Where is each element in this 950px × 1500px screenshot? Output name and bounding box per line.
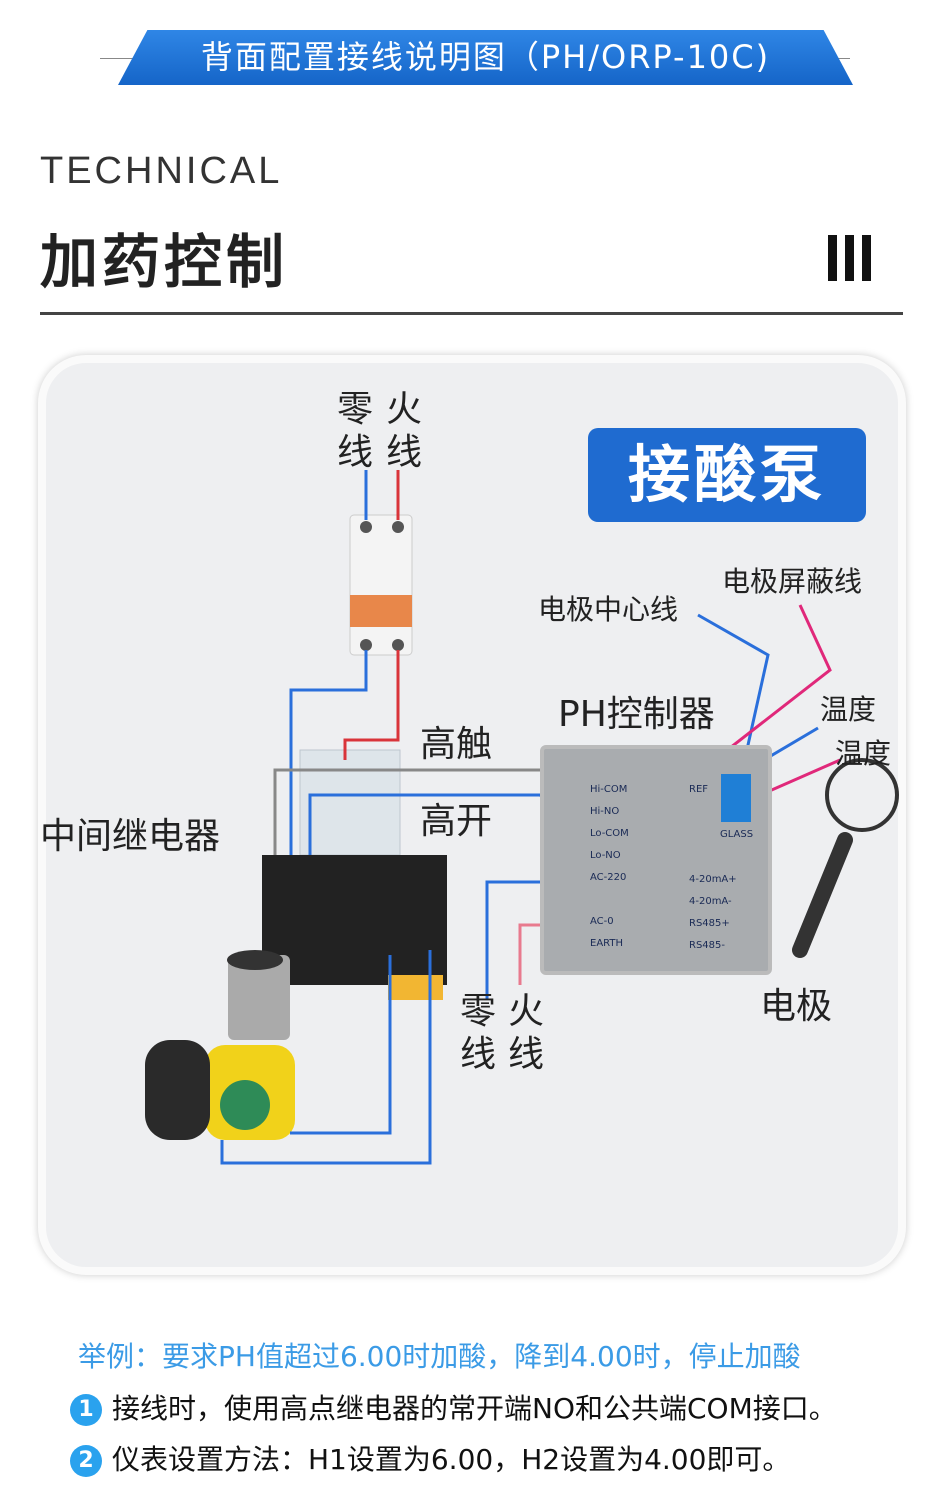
bars-icon [828, 235, 871, 281]
terminal-ref: REF [689, 784, 709, 795]
step-1: 1 接线时，使用高点继电器的常开端NO和公共端COM接口。 [70, 1387, 837, 1427]
label-relay: 中间继电器 [40, 816, 221, 857]
metering-pump [145, 950, 295, 1140]
step-2: 2 仪表设置方法：H1设置为6.00，H2设置为4.00即可。 [70, 1438, 790, 1478]
terminal-rs485-minus: RS485- [689, 940, 725, 951]
glass-connector [721, 774, 751, 822]
label-top-live: 火 线 [386, 389, 423, 474]
step-text: 接线时，使用高点继电器的常开端NO和公共端COM接口。 [112, 1392, 837, 1425]
label-electrode-shield: 电极屏蔽线 [722, 565, 863, 598]
label-top-neutral: 零 线 [337, 389, 374, 474]
label-bottom-live: 火 线 [508, 991, 545, 1076]
example-note: 举例：要求PH值超过6.00时加酸，降到4.00时，停止加酸 [78, 1340, 801, 1373]
ph-controller-box: Hi-COM Hi-NO Lo-COM Lo-NO AC-220 AC-0 EA… [540, 745, 772, 975]
step-text: 仪表设置方法：H1设置为6.00，H2设置为4.00即可。 [112, 1443, 791, 1476]
terminal-hi-no: Hi-NO [590, 806, 620, 817]
terminal-420-plus: 4-20mA+ [689, 874, 737, 885]
terminal-420-minus: 4-20mA- [689, 896, 732, 907]
terminal-glass: GLASS [720, 829, 754, 840]
terminal-lo-no: Lo-NO [590, 850, 621, 861]
label-temp-1: 温度 [820, 693, 877, 726]
label-bottom-neutral: 零 线 [460, 991, 497, 1076]
banner-title: 背面配置接线说明图（PH/ORP-10C) [118, 30, 853, 85]
divider [40, 312, 903, 315]
circuit-breaker [349, 514, 413, 656]
label-electrode-center: 电极中心线 [538, 593, 679, 626]
terminal-ac0: AC-0 [590, 916, 614, 927]
label-electrode: 电极 [760, 986, 833, 1027]
label-ph-controller: PH控制器 [558, 694, 715, 735]
step-number-icon: 1 [70, 1394, 102, 1426]
label-high-touch: 高触 [420, 724, 493, 765]
acid-pump-badge: 接酸泵 [588, 428, 866, 522]
page-title: 加药控制 [40, 228, 289, 296]
terminal-ac220: AC-220 [590, 872, 627, 883]
label-high-open: 高开 [420, 801, 493, 842]
electrode-probe [792, 758, 899, 958]
step-number-icon: 2 [70, 1445, 102, 1477]
eyebrow: TECHNICAL [40, 150, 283, 192]
terminal-earth: EARTH [590, 938, 624, 949]
terminal-hi-com: Hi-COM [590, 784, 628, 795]
relay [262, 749, 447, 1000]
label-temp-2: 温度 [835, 737, 892, 770]
terminal-rs485-plus: RS485+ [689, 918, 730, 929]
terminal-lo-com: Lo-COM [590, 828, 629, 839]
